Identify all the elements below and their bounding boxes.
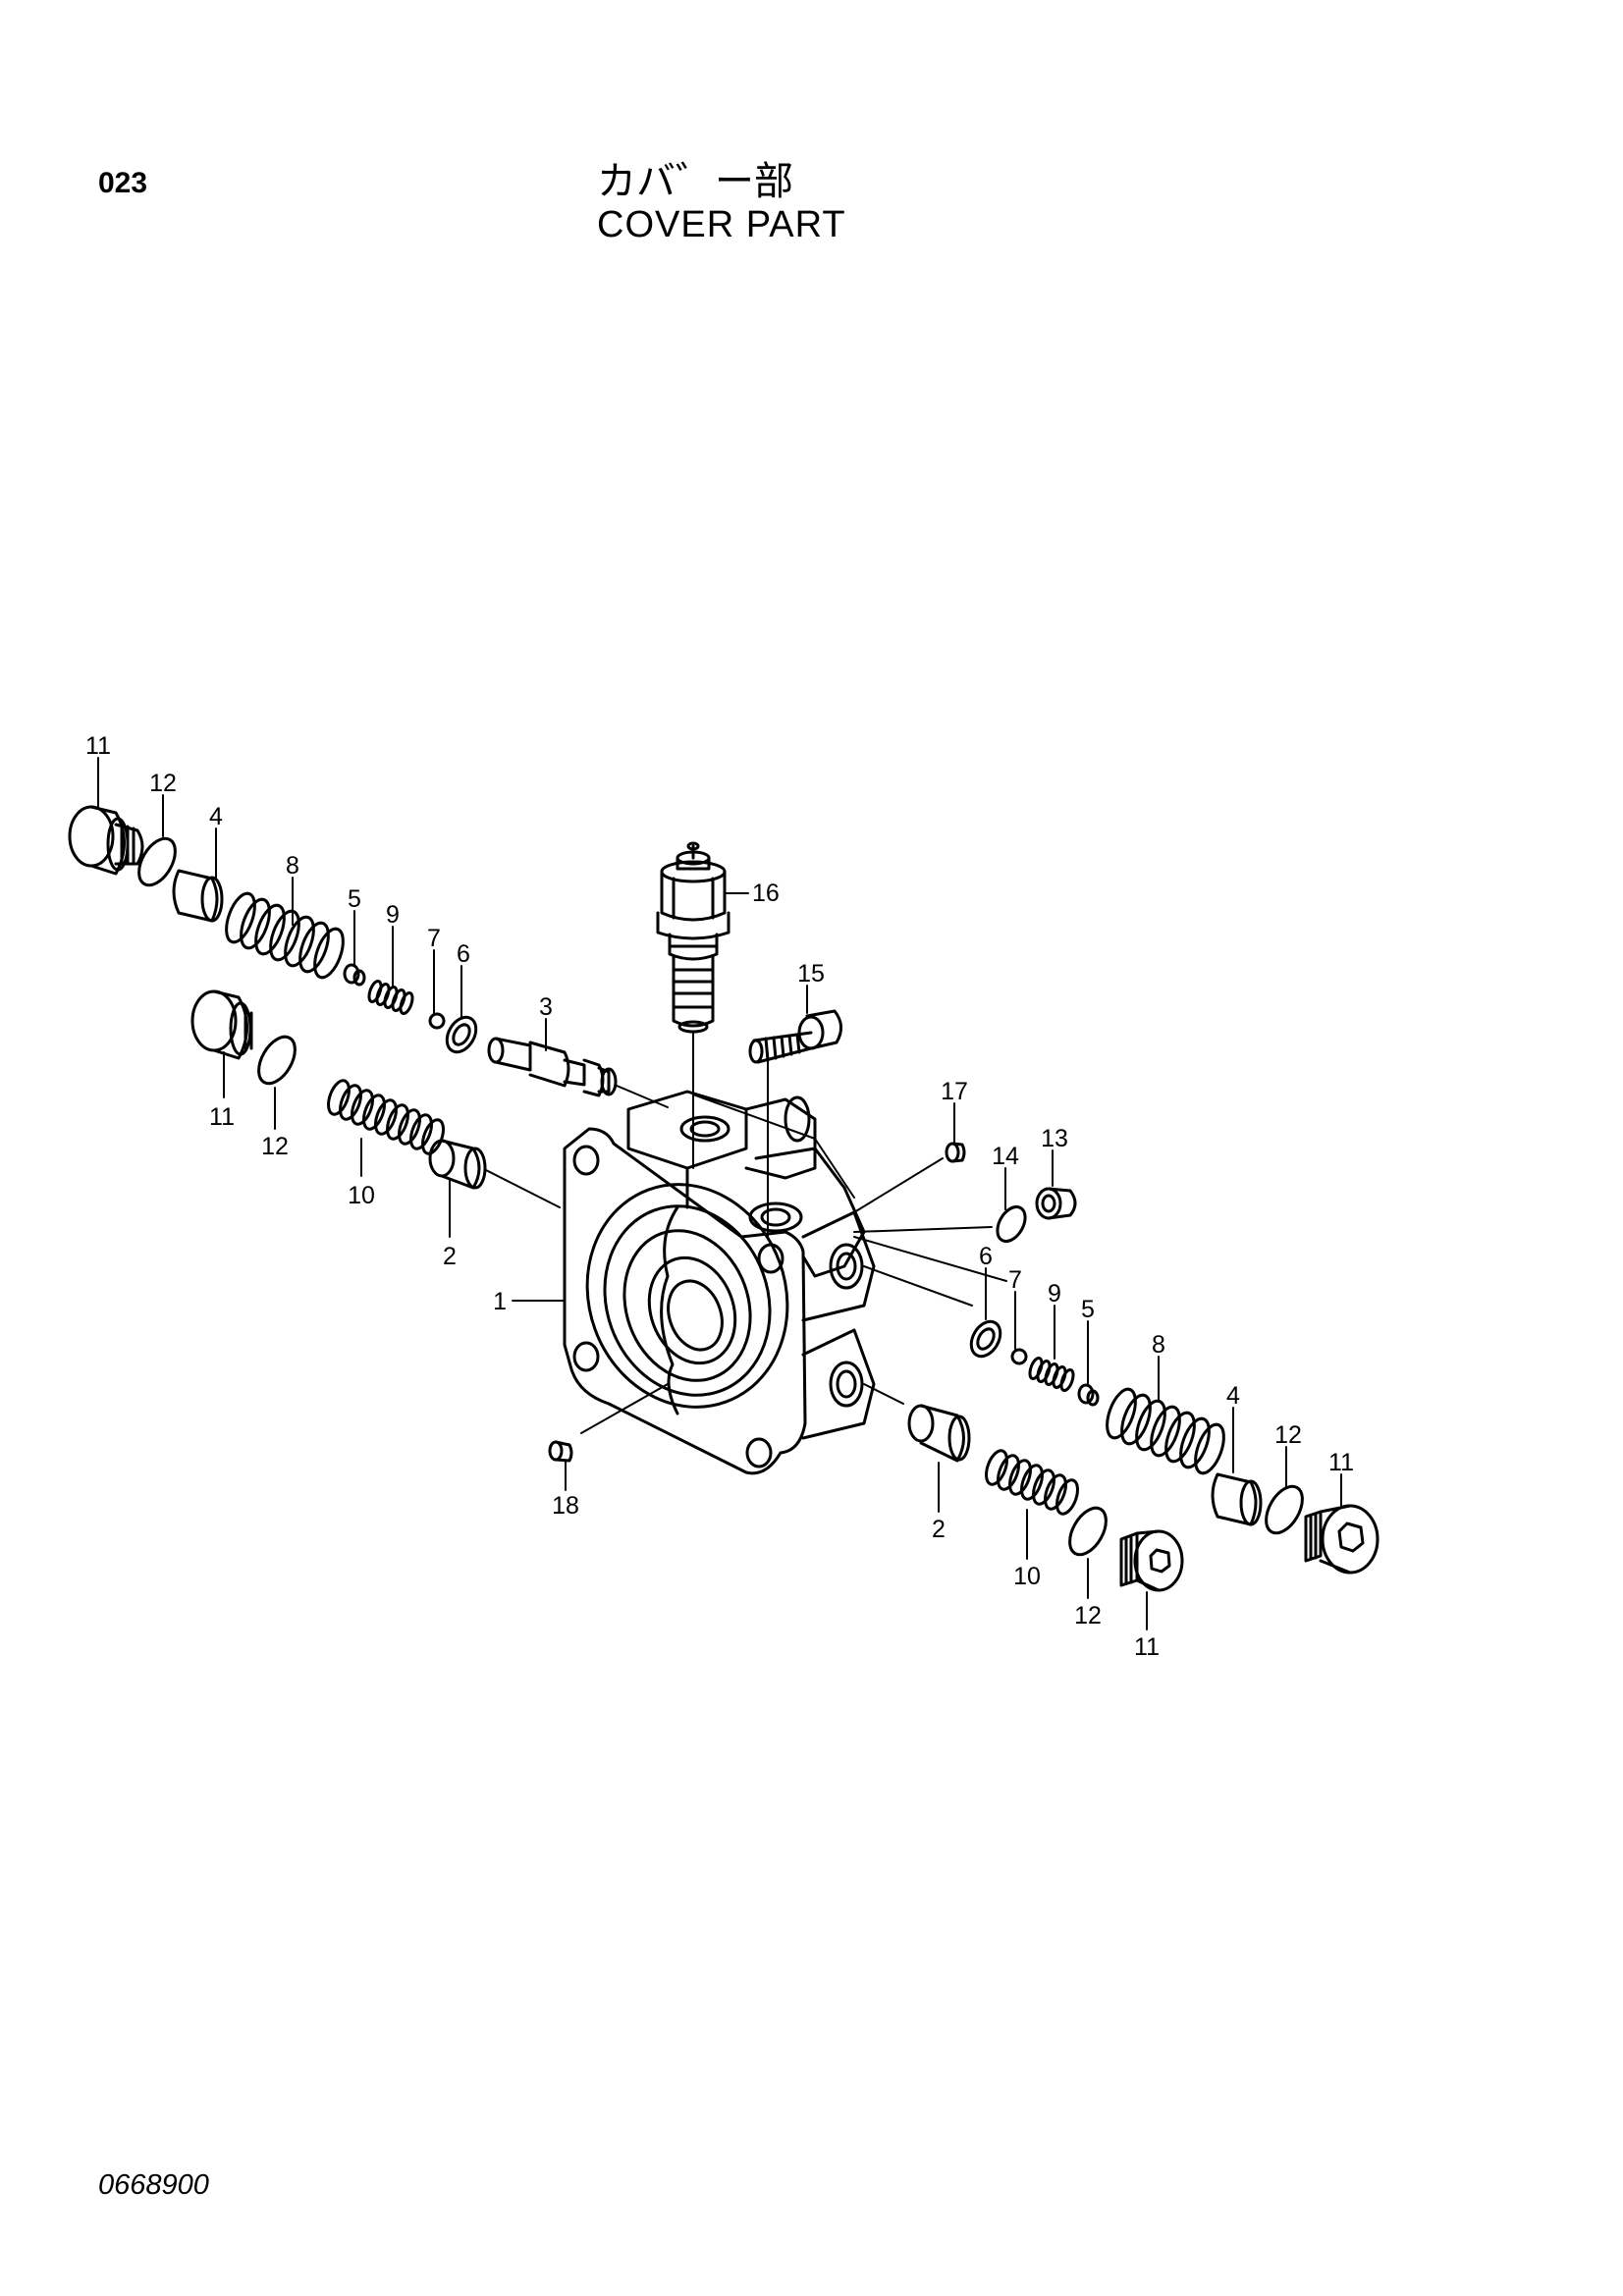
callout-13: 13 [1041,1125,1068,1152]
part-plug-middle-left [190,989,253,1060]
callout-14: 14 [992,1143,1019,1170]
drawing-code: 0668900 [98,2169,209,2201]
part-seat-upper [343,963,366,987]
callout-6: 6 [979,1243,993,1270]
part-spring-medium-upper [327,1079,445,1155]
callout-1: 1 [493,1288,507,1315]
part-sleeve-lower [1211,1472,1263,1526]
part-plug-17 [945,1142,966,1163]
part-piston-upper [428,1139,487,1190]
callout-2: 2 [443,1243,457,1270]
callout-12: 12 [1274,1421,1302,1449]
part-ball-lower [1010,1348,1028,1365]
part-ball-upper [428,1012,446,1030]
callout-17: 17 [941,1078,968,1105]
callout-12: 12 [1074,1602,1102,1629]
callout-labels: 11 12 4 8 5 9 7 6 3 16 15 11 12 10 2 1 1… [85,732,1354,1661]
part-oring-middle-left [257,1035,297,1086]
callout-15: 15 [797,960,825,988]
part-spool [487,1037,618,1097]
part-spring-large-lower [1106,1387,1225,1475]
part-spring-large-upper [225,891,345,980]
callout-11: 11 [1328,1449,1354,1476]
callout-7: 7 [427,925,441,952]
callout-leaders [97,757,1342,1630]
part-oring-lower-middle [1068,1506,1108,1557]
callout-11: 11 [209,1103,235,1131]
part-oring-14 [996,1204,1027,1244]
callout-10: 10 [1013,1563,1041,1590]
part-plug-13 [1035,1187,1077,1220]
part-plug-lower-middle [1119,1529,1184,1592]
callout-11: 11 [85,732,111,760]
callout-4: 4 [1226,1382,1240,1410]
callout-18: 18 [552,1492,579,1520]
part-oring-upper-left [137,836,177,887]
callout-5: 5 [348,885,361,913]
callout-12: 12 [261,1133,289,1160]
callout-3: 3 [539,993,553,1021]
part-ring-lower [969,1319,1002,1359]
title-english: COVER PART [597,204,846,245]
callout-4: 4 [209,803,223,830]
callout-16: 16 [752,880,780,907]
part-piston-lower [907,1404,971,1463]
callout-11: 11 [1134,1633,1160,1661]
callout-7: 7 [1008,1266,1022,1294]
callout-8: 8 [1152,1331,1165,1359]
part-spring-small-upper [367,980,414,1015]
part-ring-upper [445,1015,478,1054]
part-spring-small-lower [1028,1357,1075,1392]
part-seat-lower [1077,1383,1100,1407]
part-relief-valve [656,841,730,1034]
callout-10: 10 [348,1182,375,1209]
callout-5: 5 [1081,1296,1095,1323]
part-plug-lower-right [1304,1504,1380,1575]
part-plug-upper-left [68,805,144,876]
callout-12: 12 [149,770,177,797]
callout-2: 2 [932,1516,946,1543]
part-pin-18 [548,1440,573,1463]
part-oring-lower-right [1265,1484,1304,1535]
part-spring-medium-lower [985,1449,1079,1516]
callout-8: 8 [286,852,299,880]
part-sleeve-upper-left [172,869,224,923]
page-number: 023 [98,167,148,199]
callout-9: 9 [1048,1280,1061,1308]
callout-6: 6 [457,940,470,968]
callout-9: 9 [386,901,400,929]
part-housing [563,1090,876,1475]
part-bolt [748,1009,842,1064]
title-japanese: カバ゛ー部 [597,159,793,204]
